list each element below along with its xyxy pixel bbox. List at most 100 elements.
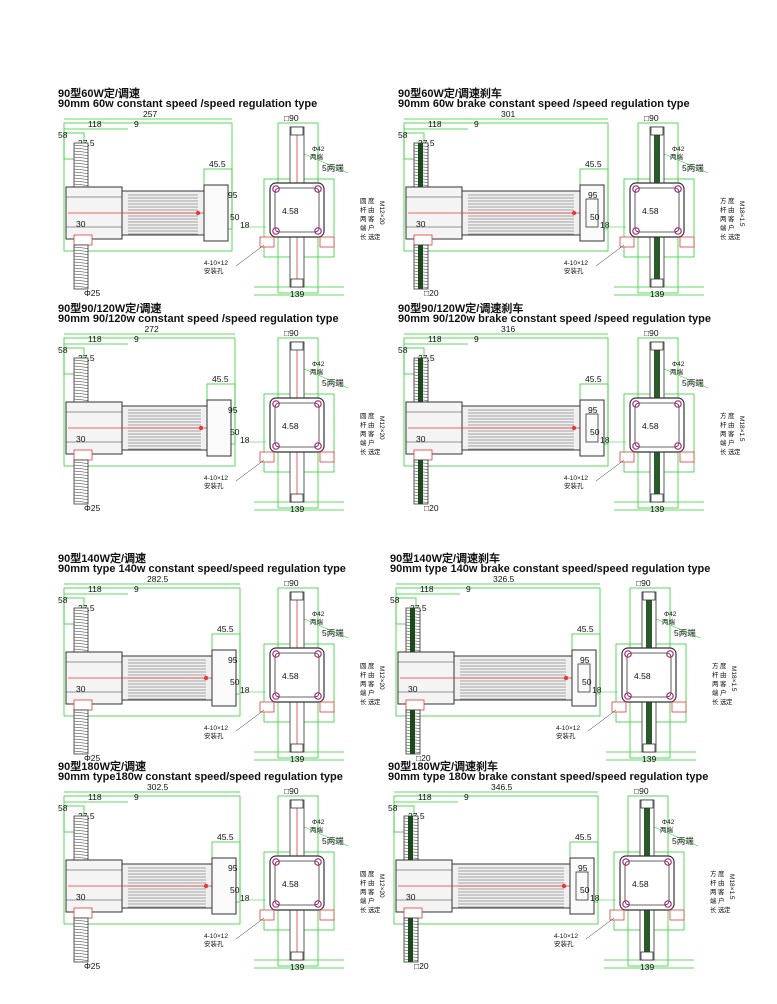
- dim-58-label: 58: [58, 130, 68, 140]
- thread-line: [73, 144, 89, 147]
- bottom-flange: [73, 907, 93, 919]
- thread-line: [73, 744, 89, 747]
- mount-foot: [619, 451, 635, 463]
- length-118-label: 118: [418, 792, 432, 802]
- thread-line: [73, 273, 89, 276]
- mount-foot: [259, 236, 275, 248]
- thread-line: [73, 497, 89, 500]
- thread-line: [73, 246, 89, 249]
- title-chinese: 90型140W定/调速: [58, 553, 147, 565]
- dim-95-label: 95: [228, 190, 238, 200]
- mount-holes-label: 安装孔: [564, 266, 584, 275]
- phi-42-label: Φ42: [672, 361, 685, 368]
- square-90-label: □90: [284, 328, 299, 338]
- side-note-char: 户: [368, 438, 375, 447]
- dim-18-label: 18: [592, 685, 602, 695]
- thread-line: [73, 153, 89, 156]
- motor-drawing: 27211895827.545.530Φ25116139□90955018Φ42…: [58, 324, 385, 514]
- length-118-label: 118: [420, 584, 434, 594]
- two-ends-label: 两端: [310, 152, 324, 161]
- dim-4-58-label: 4.58: [634, 671, 651, 681]
- thread-line: [73, 150, 89, 153]
- mount-foot: [679, 451, 695, 463]
- dim-139-label: 139: [650, 504, 664, 514]
- dim-58-label: 58: [58, 595, 68, 605]
- bolt-hole: [674, 227, 682, 235]
- end-cap: [206, 399, 232, 457]
- bolt-hole: [272, 858, 280, 866]
- rod-end-cap: [290, 126, 304, 136]
- bolt-hole: [314, 442, 322, 450]
- thread-line: [73, 473, 89, 476]
- mount-holes-label: 安装孔: [204, 939, 224, 948]
- side-note-char: 定: [374, 447, 381, 456]
- side-note-char: 两: [720, 430, 727, 438]
- end-cap: [211, 857, 237, 915]
- dim-58-label: 58: [58, 345, 68, 355]
- gearbox-face: [269, 397, 325, 453]
- screw-rod-bottom: [73, 459, 89, 505]
- thread-line: [73, 720, 89, 723]
- leader-line: [661, 152, 709, 174]
- dim-4-58-label: 4.58: [282, 206, 299, 216]
- gearbox-face: [621, 647, 677, 703]
- side-note-code: M18×1.5: [738, 416, 745, 442]
- thread-line: [73, 482, 89, 485]
- mount-foot: [259, 909, 275, 921]
- side-note-char: 度: [728, 411, 735, 420]
- side-note-char: 选: [720, 697, 727, 706]
- bolt-hole: [314, 185, 322, 193]
- leader-line: [301, 367, 349, 389]
- two-ends-label: 两端: [670, 367, 684, 376]
- thread-line: [73, 359, 89, 362]
- square-rod-top: [410, 608, 415, 654]
- brake-terminal: [575, 871, 589, 901]
- side-note-char: 端: [720, 223, 727, 232]
- side-note-char: 客: [368, 887, 375, 896]
- mount-foot: [619, 236, 635, 248]
- thread-line: [73, 919, 89, 922]
- brake-housing: [579, 184, 605, 242]
- five-two-ends-label: 5两端: [674, 628, 696, 638]
- dim-139-label: 139: [290, 754, 304, 764]
- mount-foot: [259, 701, 275, 713]
- brake-housing: [571, 649, 597, 707]
- dim-30-label: 30: [76, 892, 86, 902]
- dim-4-58-label: 4.58: [642, 421, 659, 431]
- dim-50-label: 50: [230, 885, 240, 895]
- overall-length-label: 346.5: [491, 782, 513, 792]
- bottom-flange: [73, 449, 93, 461]
- front-view: 116139□90955018Φ42两端5两端4.584-10×12安装孔方杆两…: [554, 786, 735, 972]
- dim-45-5-label: 45.5: [575, 832, 592, 842]
- length-118-label: 118: [88, 334, 102, 344]
- side-note-char: 选: [718, 905, 725, 914]
- thread-line: [73, 395, 89, 398]
- thread-line: [73, 368, 89, 371]
- length-118-label: 118: [88, 119, 102, 129]
- title-english: 90mm 90/120w constant speed /speed regul…: [58, 313, 339, 325]
- dim-30-label: 30: [416, 434, 426, 444]
- thread-line: [73, 832, 89, 835]
- side-note-char: 端: [360, 896, 367, 905]
- holes-label: 4-10×12: [204, 725, 228, 732]
- dim-45-5-label: 45.5: [209, 159, 226, 169]
- thread-line: [73, 374, 89, 377]
- side-note-char: 定: [734, 447, 741, 456]
- dim-18-label: 18: [240, 893, 250, 903]
- square-90-label: □90: [284, 113, 299, 123]
- mount-holes-label: 安装孔: [554, 939, 574, 948]
- leader-line: [235, 459, 265, 482]
- side-note-char: 两: [360, 888, 367, 896]
- side-note-char: 定: [734, 232, 741, 241]
- side-note-char: 长: [720, 447, 727, 456]
- dim-139-label: 139: [290, 504, 304, 514]
- thread-line: [73, 630, 89, 633]
- rod-end-cap: [650, 493, 664, 503]
- side-note-char: 客: [720, 679, 727, 688]
- side-note-char: 选: [368, 447, 375, 456]
- rod-end-cap: [642, 591, 656, 601]
- thread-line: [73, 494, 89, 497]
- overall-length-label: 302.5: [147, 782, 169, 792]
